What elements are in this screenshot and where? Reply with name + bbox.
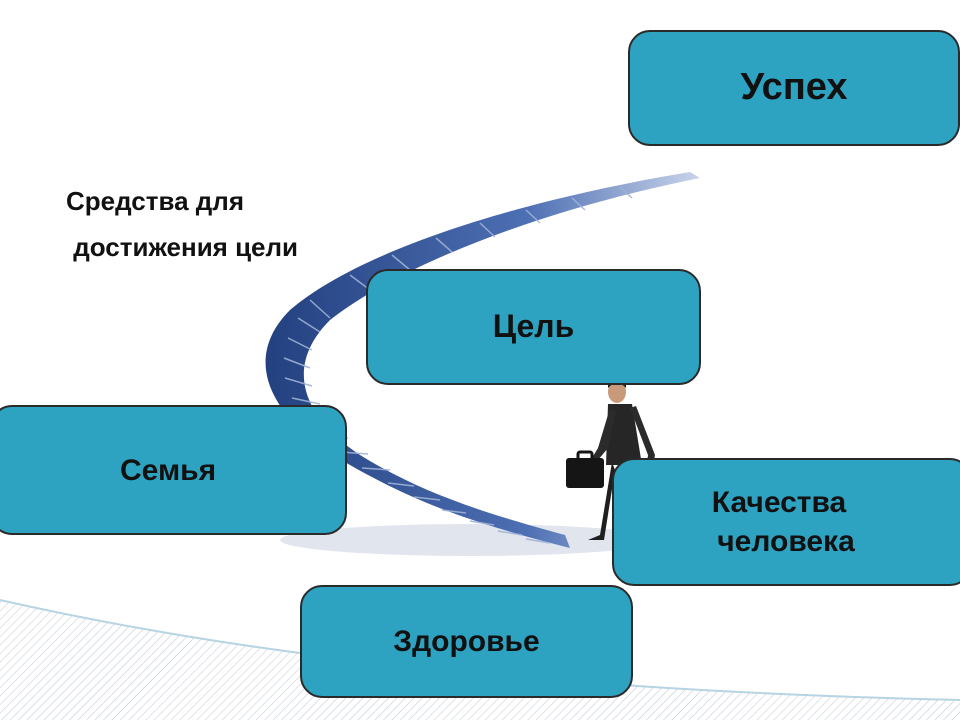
goal-label: Цель: [492, 308, 575, 345]
stair-shadow: [280, 524, 660, 556]
family-box: Семья: [0, 405, 347, 535]
health-label: Здоровье: [393, 625, 540, 658]
qualities-label-line-1: Качества: [711, 486, 847, 519]
family-label: Семья: [120, 453, 217, 487]
human-qualities-box: Качества человека: [612, 458, 960, 586]
success-box: Успех: [628, 30, 960, 146]
health-box: Здоровье: [300, 585, 633, 698]
qualities-label-line-2: человека: [717, 525, 855, 558]
means-caption: Средства для достижения цели: [66, 178, 396, 270]
success-label: Успех: [740, 66, 848, 109]
goal-box: Цель: [366, 269, 701, 385]
caption-line-2: достижения цели: [66, 232, 299, 262]
caption-line-1: Средства для: [66, 186, 244, 216]
